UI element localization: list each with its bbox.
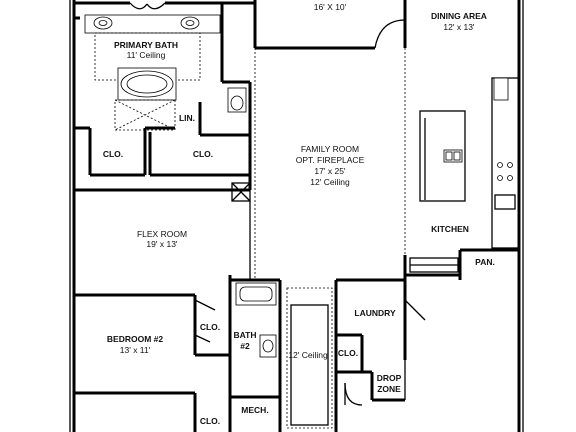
pantry-label: PAN. [475,257,495,267]
hall-ceiling: 12' Ceiling [288,350,328,360]
kitchen-walls [254,19,520,280]
flex-room-title: FLEX ROOM [137,229,187,239]
family-room-dims: 17' x 25' [314,166,346,176]
hall-walls [286,278,426,432]
flex-room-dims: 19' x 13' [146,239,178,249]
exterior-walls [69,0,524,432]
drop-zone-line2: ZONE [377,384,401,394]
linen-label: LIN. [179,113,195,123]
porch-dims: 16' X 10' [314,2,347,12]
primary-bath-title: PRIMARY BATH [114,40,178,50]
family-room-title: FAMILY ROOM [301,144,359,154]
family-room-subtitle: OPT. FIREPLACE [296,155,365,165]
closet-right-label: CLO. [193,149,213,159]
family-room-ceiling: 12' Ceiling [310,177,350,187]
room-labels: 16' X 10' DINING AREA 12' x 13' PRIMARY … [103,2,495,426]
closet-left-label: CLO. [103,149,123,159]
closet-bottom-label: CLO. [200,416,220,426]
bath2-fixtures [235,282,277,358]
flex-and-bedroom-walls [74,182,282,432]
dining-area-dims: 12' x 13' [443,22,475,32]
mech-label: MECH. [241,405,268,415]
bath2-label-line2: #2 [240,341,250,351]
closet-hall-label: CLO. [338,348,358,358]
laundry-label: LAUNDRY [354,308,396,318]
dining-area-title: DINING AREA [431,11,487,21]
drop-zone-line1: DROP [377,373,402,383]
primary-bath-ceiling: 11' Ceiling [127,50,166,60]
closet-bedroom2-label: CLO. [200,322,220,332]
kitchen-label: KITCHEN [431,224,469,234]
primary-bath-walls [74,3,252,190]
bedroom2-title: BEDROOM #2 [107,334,163,344]
primary-bath-fixtures [84,2,247,131]
bedroom2-dims: 13' x 11' [120,345,151,355]
bath2-label-line1: BATH [234,330,257,340]
